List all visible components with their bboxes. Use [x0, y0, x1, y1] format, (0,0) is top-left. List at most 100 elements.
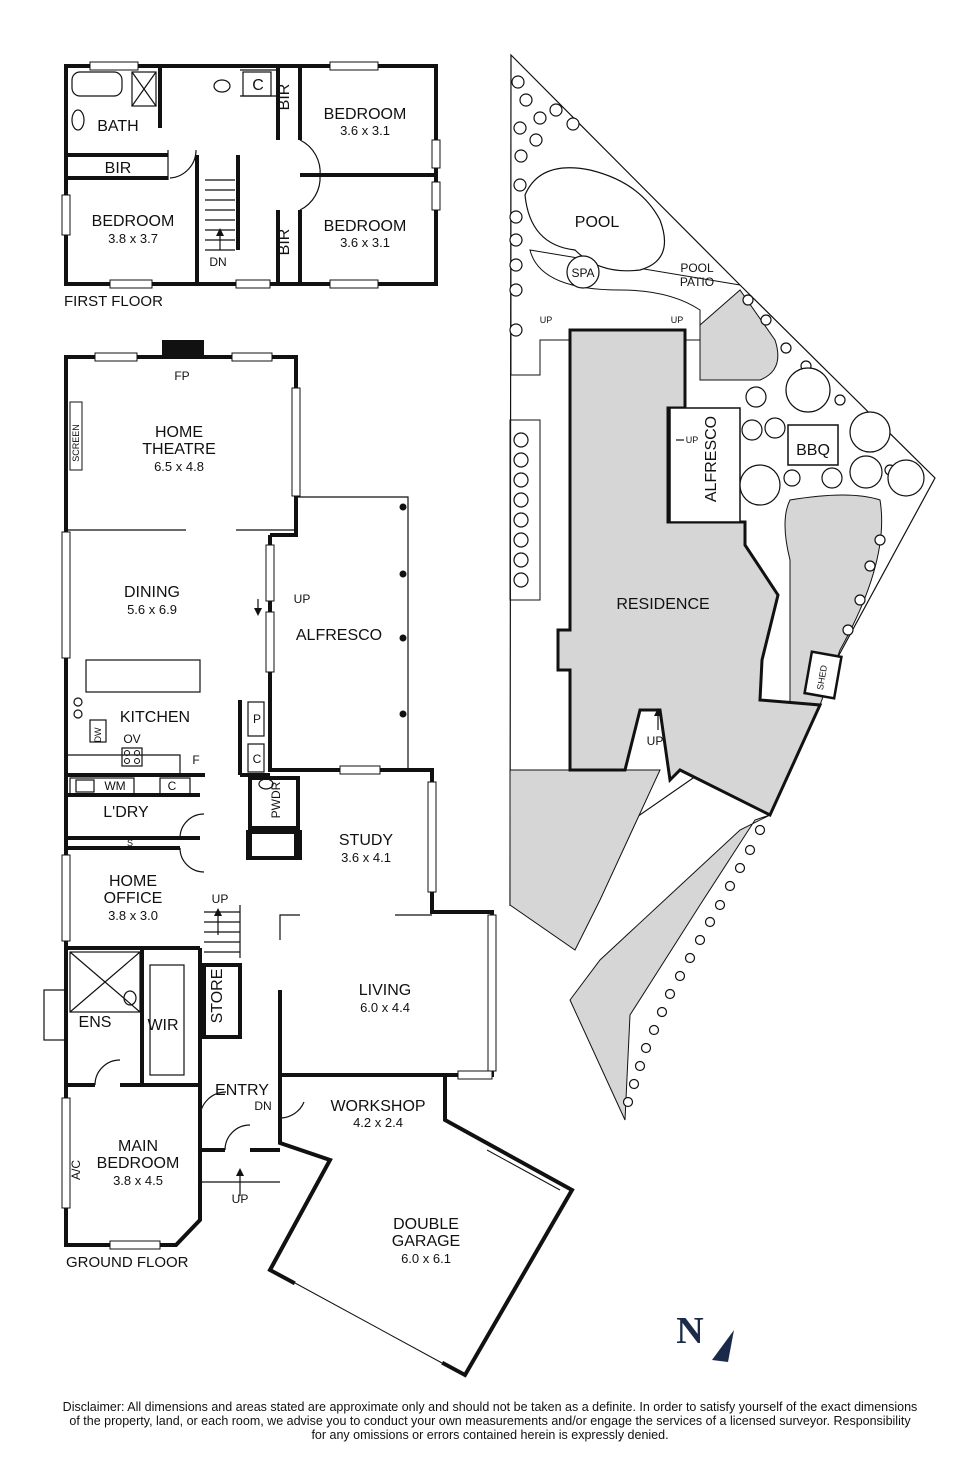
fireplace-icon — [162, 340, 204, 358]
north-letter: N — [676, 1310, 703, 1352]
hedge-row — [509, 75, 896, 1108]
first-floor-plan: BATH BIR C BIR BIR BEDROOM 3.6 x 3.1 BED… — [61, 61, 441, 310]
home-theatre-dim: 6.5 x 4.8 — [154, 459, 204, 474]
bedroom-1-dim: 3.6 x 3.1 — [340, 123, 390, 138]
alfresco-up-label: UP — [294, 592, 311, 606]
bir-label: BIR — [105, 160, 132, 177]
spa-outline — [566, 255, 600, 289]
residence-outline — [556, 328, 823, 818]
residence-label: RESIDENCE — [616, 596, 709, 613]
window — [431, 139, 441, 169]
main-bedroom-name-1: MAIN — [118, 1138, 158, 1155]
window — [329, 279, 379, 289]
ground-floor-stairs — [204, 905, 241, 958]
dining-dim: 5.6 x 6.9 — [127, 602, 177, 617]
home-office-name-2: OFFICE — [104, 890, 163, 907]
toilet-icon — [213, 79, 231, 93]
air-conditioner-label: A/C — [69, 1160, 83, 1180]
disclaimer-line-1: Disclaimer: All dimensions and areas sta… — [62, 1400, 918, 1414]
toilet-icon — [123, 990, 137, 1006]
pool-outline — [524, 167, 666, 272]
home-office-dim: 3.8 x 3.0 — [108, 908, 158, 923]
stairs-down-label: DN — [209, 255, 226, 269]
entry-down-label: DN — [254, 1099, 271, 1113]
site-plan: POOL SPA POOL PATIO UP UP ALFRESCO UP BB… — [509, 53, 936, 1121]
disclaimer-line-2: of the property, land, or each room, we … — [69, 1414, 911, 1428]
main-bedroom-dim: 3.8 x 4.5 — [113, 1173, 163, 1188]
laundry-name: L'DRY — [103, 804, 149, 821]
window — [431, 181, 441, 211]
double-garage-dim: 6.0 x 6.1 — [401, 1251, 451, 1266]
ensuite-label: ENS — [79, 1014, 112, 1031]
living-dim: 6.0 x 4.4 — [360, 1000, 410, 1015]
home-theatre-name-2: THEATRE — [142, 441, 215, 458]
fireplace-label: FP — [174, 369, 189, 383]
disclaimer-line-3: for any omissions or errors contained he… — [311, 1428, 669, 1442]
site-front-up-label: UP — [647, 734, 664, 748]
north-arrow-icon — [712, 1330, 734, 1362]
pool-label: POOL — [575, 214, 620, 231]
site-up-label-right: UP — [671, 315, 684, 325]
bir-label-lower: BIR — [276, 229, 293, 256]
washing-machine-icon — [75, 779, 95, 793]
window — [89, 61, 139, 71]
bedroom-2-dim: 3.6 x 3.1 — [340, 235, 390, 250]
bedroom-1-name: BEDROOM — [324, 106, 407, 123]
dining-name: DINING — [124, 584, 180, 601]
bath-label: BATH — [97, 118, 138, 135]
oven-label: OV — [123, 732, 140, 746]
site-alfresco-label: ALFRESCO — [703, 416, 720, 502]
cupboard-icon — [242, 71, 272, 97]
kitchen-cupboard-label: C — [253, 752, 262, 766]
pool-patio-label-1: POOL — [680, 261, 714, 275]
dishwasher-label: DW — [93, 727, 103, 742]
study-name: STUDY — [339, 832, 394, 849]
stairs-up-label: UP — [212, 892, 229, 906]
window — [61, 194, 71, 236]
vanity-icon — [71, 109, 85, 131]
home-theatre-name-1: HOME — [155, 424, 203, 441]
screen-label: SCREEN — [71, 424, 81, 462]
shower-icon — [131, 71, 157, 107]
shed-label: SHED — [815, 664, 829, 691]
double-garage-name-1: DOUBLE — [393, 1216, 459, 1233]
bedroom-3-name: BEDROOM — [92, 213, 175, 230]
bedroom-3-dim: 3.8 x 3.7 — [108, 231, 158, 246]
shed-outline — [803, 650, 843, 700]
home-office-name-1: HOME — [109, 873, 157, 890]
first-floor-label: FIRST FLOOR — [64, 293, 163, 310]
ground-floor-plan: FP SCREEN HOME THEATRE 6.5 x 4.8 DINING … — [43, 340, 575, 1378]
first-floor-stairs — [205, 179, 235, 251]
double-garage-name-2: GARAGE — [392, 1233, 460, 1250]
workshop-name: WORKSHOP — [330, 1098, 425, 1115]
pantry-label: P — [253, 712, 261, 726]
spa-label: SPA — [571, 266, 594, 280]
site-alfresco-up-label: UP — [686, 435, 699, 445]
shelf-label: S — [127, 838, 133, 848]
site-up-label-left: UP — [540, 315, 553, 325]
window — [109, 279, 153, 289]
window — [329, 61, 379, 71]
ground-floor-label: GROUND FLOOR — [66, 1254, 189, 1271]
north-compass: N — [676, 1310, 734, 1362]
bedroom-2-name: BEDROOM — [324, 218, 407, 235]
living-name: LIVING — [359, 982, 411, 999]
cupboard-label: C — [252, 77, 264, 94]
study-dim: 3.6 x 4.1 — [341, 850, 391, 865]
powder-room-label: PWDR — [269, 781, 283, 818]
shower-icon — [69, 951, 141, 1013]
entry-name: ENTRY — [215, 1082, 269, 1099]
bbq-outline — [787, 424, 839, 466]
alfresco-name: ALFRESCO — [296, 627, 382, 644]
wir-label: WIR — [147, 1017, 178, 1034]
bathtub-icon — [71, 71, 123, 97]
washing-machine-label: WM — [104, 779, 125, 793]
bir-label-upper: BIR — [276, 84, 293, 111]
window — [235, 279, 271, 289]
workshop-dim: 4.2 x 2.4 — [353, 1115, 403, 1130]
store-label: STORE — [209, 969, 226, 1024]
fridge-label: F — [192, 753, 199, 767]
bbq-label: BBQ — [796, 442, 830, 459]
kitchen-name: KITCHEN — [120, 709, 190, 726]
